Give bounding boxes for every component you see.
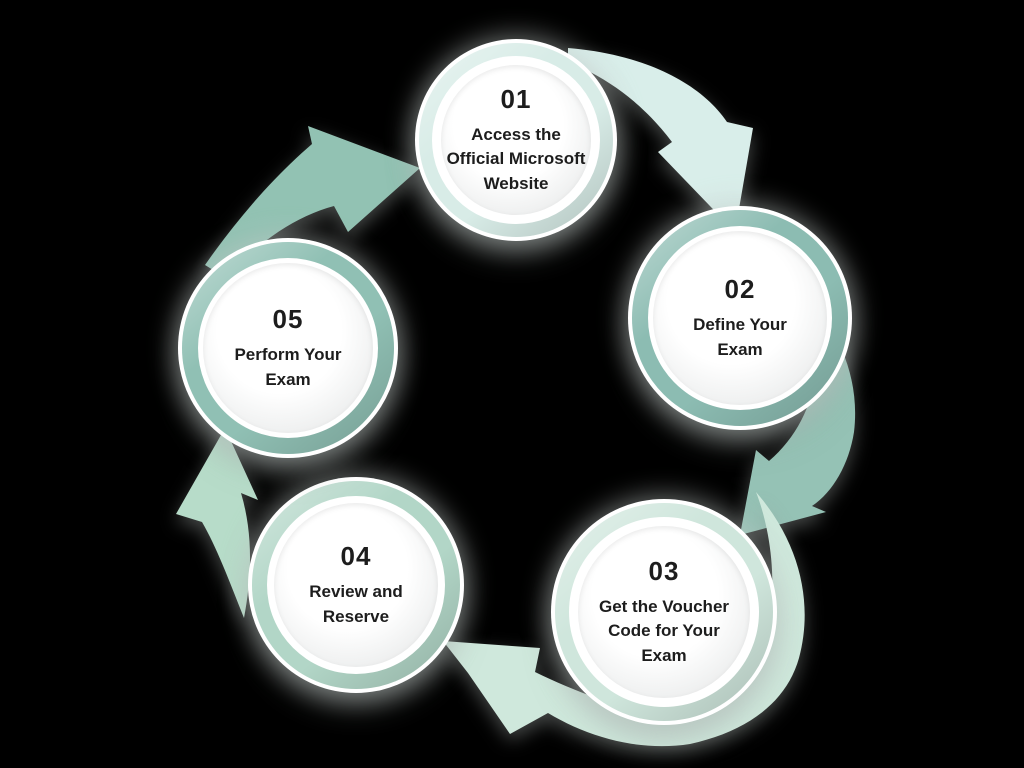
arrow-step4-to-step5-icon — [176, 428, 258, 618]
step-5-circle: 05 Perform Your Exam — [182, 242, 394, 454]
step-4-title-line: Review and — [309, 582, 403, 602]
step-3-title-line: Exam — [641, 645, 687, 665]
step-3-number: 03 — [648, 556, 680, 587]
step-3-inner-disc: 03 Get the Voucher Code for Your Exam — [578, 526, 750, 698]
step-2-title-line: Define Your — [693, 315, 787, 335]
arrow-step3-to-step4-icon — [443, 492, 805, 747]
step-1-circle: 01 Access the Official Microsoft Website — [419, 43, 613, 237]
step-5-title-line: Perform Your — [234, 345, 342, 365]
step-1-number: 01 — [500, 84, 532, 115]
step-2-inner-disc: 02 Define Your Exam — [653, 231, 827, 405]
step-1-title-line: Access the — [471, 125, 561, 145]
step-4-title-line: Reserve — [322, 606, 390, 626]
step-3-title-line: Code for Your — [608, 621, 720, 641]
step-4-number: 04 — [340, 541, 372, 572]
step-3-title-line: Get the Voucher — [598, 597, 730, 617]
step-4-circle: 04 Review and Reserve — [252, 481, 460, 689]
arrow-step5-to-step1-icon — [205, 126, 420, 278]
step-5-title-line: Exam — [265, 369, 311, 389]
step-1-title-line: Official Microsoft — [446, 149, 586, 169]
step-5-inner-disc: 05 Perform Your Exam — [203, 263, 373, 433]
step-2-title-line: Exam — [717, 339, 763, 359]
step-1-inner-disc: 01 Access the Official Microsoft Website — [441, 65, 591, 215]
step-2-number: 02 — [724, 274, 756, 305]
step-4-inner-disc: 04 Review and Reserve — [274, 503, 438, 667]
step-3-circle: 03 Get the Voucher Code for Your Exam — [555, 503, 773, 721]
step-2-circle: 02 Define Your Exam — [632, 210, 848, 426]
step-5-number: 05 — [272, 304, 304, 335]
arrow-step1-to-step2-icon — [568, 48, 753, 232]
step-1-title-line: Website — [483, 173, 549, 193]
